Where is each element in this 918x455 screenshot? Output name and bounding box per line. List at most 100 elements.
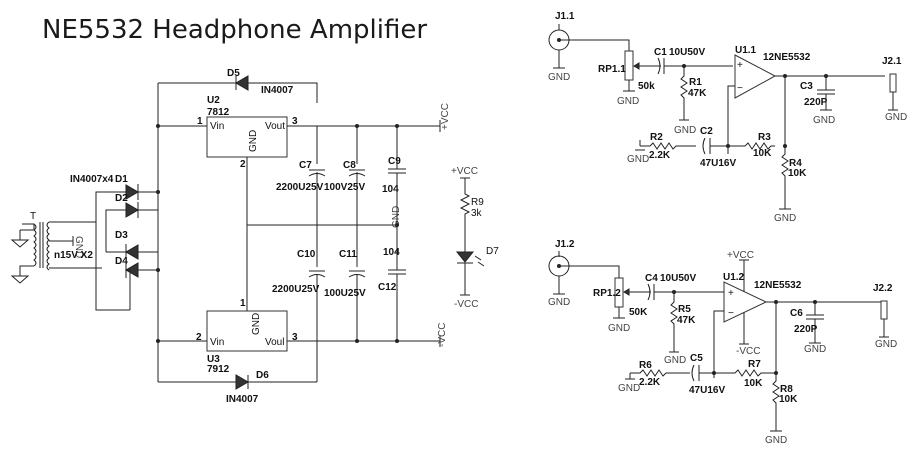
svg-text:47U16V: 47U16V xyxy=(689,385,725,396)
svg-text:+: + xyxy=(728,288,734,299)
svg-text:R5: R5 xyxy=(678,304,691,315)
svg-text:104: 104 xyxy=(382,184,399,195)
svg-text:−: − xyxy=(737,83,743,94)
svg-text:J2.1: J2.1 xyxy=(882,56,902,67)
resistor-r1: R1 47K GND xyxy=(674,66,707,136)
svg-text:D1: D1 xyxy=(115,174,128,185)
output-jack-j2-1: J2.1 GND xyxy=(882,56,907,123)
svg-text:12NE5532: 12NE5532 xyxy=(754,280,802,291)
diode-d4: D4 xyxy=(115,256,139,278)
svg-text:C11: C11 xyxy=(339,249,357,260)
capacitor-c4: C4 10U50V xyxy=(645,273,696,301)
svg-text:D3: D3 xyxy=(115,230,128,241)
svg-text:100U25V: 100U25V xyxy=(324,288,366,299)
svg-text:C2: C2 xyxy=(700,126,713,137)
svg-text:GND: GND xyxy=(813,115,835,126)
svg-text:R6: R6 xyxy=(639,360,652,371)
svg-text:GND: GND xyxy=(73,236,84,258)
svg-text:2.2K: 2.2K xyxy=(639,377,661,388)
svg-text:IN4007: IN4007 xyxy=(261,85,294,96)
svg-text:GND: GND xyxy=(248,130,259,152)
svg-text:Vin: Vin xyxy=(210,121,224,132)
svg-text:GND: GND xyxy=(627,154,649,165)
svg-text:GND: GND xyxy=(875,339,897,350)
resistor-r6: R6 2.2K GND xyxy=(618,360,690,394)
svg-text:10U50V: 10U50V xyxy=(660,273,696,284)
svg-text:3: 3 xyxy=(292,116,298,127)
svg-text:C1: C1 xyxy=(654,47,667,58)
svg-text:C3: C3 xyxy=(800,81,813,92)
diode-d5: D5 IN4007 xyxy=(227,68,294,96)
capacitor-c9: C9 104 xyxy=(382,156,406,195)
schematic-title: NE5532 Headphone Amplifier xyxy=(42,15,427,45)
neg-rail-label: -VCC xyxy=(437,323,448,347)
svg-text:47K: 47K xyxy=(677,315,696,326)
svg-text:R1: R1 xyxy=(689,77,702,88)
svg-text:J2.2: J2.2 xyxy=(873,283,893,294)
svg-text:−: − xyxy=(728,308,734,319)
svg-text:50k: 50k xyxy=(638,81,655,92)
svg-text:R9: R9 xyxy=(471,197,484,208)
capacitor-c2: C2 47U16V xyxy=(700,126,736,169)
svg-text:10U50V: 10U50V xyxy=(669,47,705,58)
svg-text:7812: 7812 xyxy=(207,107,230,118)
resistor-r3-value: 10K xyxy=(753,148,772,159)
svg-text:R2: R2 xyxy=(650,132,663,143)
svg-text:-VCC: -VCC xyxy=(736,346,760,357)
svg-text:10K: 10K xyxy=(779,394,798,405)
opamp-u1-1: U1.1 12NE5532 + − xyxy=(734,45,811,99)
svg-text:47U16V: 47U16V xyxy=(700,158,736,169)
svg-text:2: 2 xyxy=(240,159,246,170)
capacitor-c1: C1 10U50V xyxy=(654,47,705,75)
resistor-r7-ref: R7 xyxy=(748,359,761,370)
svg-text:C10: C10 xyxy=(297,249,316,260)
svg-text:+VCC: +VCC xyxy=(727,250,754,261)
diode-d2: D2 xyxy=(115,193,139,218)
svg-text:D2: D2 xyxy=(115,193,128,204)
svg-text:RP1.2: RP1.2 xyxy=(593,288,621,299)
capacitor-c11: C11 100U25V xyxy=(324,249,366,299)
regulator-u3: U3 7912 Vin Voul GND 2 3 1 xyxy=(196,298,298,375)
svg-text:D7: D7 xyxy=(486,246,499,257)
svg-text:GND: GND xyxy=(674,125,696,136)
svg-text:D5: D5 xyxy=(227,68,240,79)
svg-text:GND: GND xyxy=(617,96,639,107)
svg-text:IN4007: IN4007 xyxy=(226,394,259,405)
resistor-r4: R4 10K GND xyxy=(774,146,807,224)
svg-text:GND: GND xyxy=(608,323,630,334)
bridge-label: IN4007x4 xyxy=(70,174,114,185)
svg-text:C7: C7 xyxy=(299,160,312,171)
svg-text:C9: C9 xyxy=(388,156,401,167)
svg-text:RP1.1: RP1.1 xyxy=(598,64,626,75)
svg-text:50K: 50K xyxy=(629,307,648,318)
svg-text:1: 1 xyxy=(240,298,246,309)
svg-text:2200U25V: 2200U25V xyxy=(272,284,320,295)
svg-text:3: 3 xyxy=(292,332,298,343)
svg-text:GND: GND xyxy=(765,435,787,446)
power-supply: T GND n15V X2 IN4007x4 D1 xyxy=(10,68,499,405)
svg-text:GND: GND xyxy=(804,344,826,355)
opamp-u1-2: U1.2 12NE5532 + − +VCC -VCC xyxy=(723,250,802,357)
svg-text:U2: U2 xyxy=(207,95,220,106)
ground-icon xyxy=(10,275,30,284)
svg-text:10K: 10K xyxy=(788,168,807,179)
svg-text:D6: D6 xyxy=(256,370,269,381)
svg-text:+VCC: +VCC xyxy=(451,166,478,177)
capacitor-c10: C10 2200U25V xyxy=(272,249,326,295)
capacitor-c6: C6 220P GND xyxy=(790,302,826,355)
primary-coil xyxy=(33,223,37,267)
svg-text:C6: C6 xyxy=(790,308,803,319)
svg-text:+: + xyxy=(737,60,743,71)
svg-text:GND: GND xyxy=(664,355,686,366)
secondary-coil xyxy=(46,221,50,271)
channel-1: J1.1 GND RP1.1 50k GND C1 10U50V R1 47K … xyxy=(548,11,907,224)
input-jack-label: J1.2 xyxy=(555,239,575,250)
output-jack-j2-2: J2.2 GND xyxy=(873,283,897,350)
svg-text:R4: R4 xyxy=(789,158,802,169)
svg-text:U3: U3 xyxy=(207,354,220,365)
svg-text:C4: C4 xyxy=(645,273,658,284)
svg-text:220P: 220P xyxy=(804,97,828,108)
svg-text:1: 1 xyxy=(197,116,203,127)
resistor-r3-ref: R3 xyxy=(758,132,771,143)
